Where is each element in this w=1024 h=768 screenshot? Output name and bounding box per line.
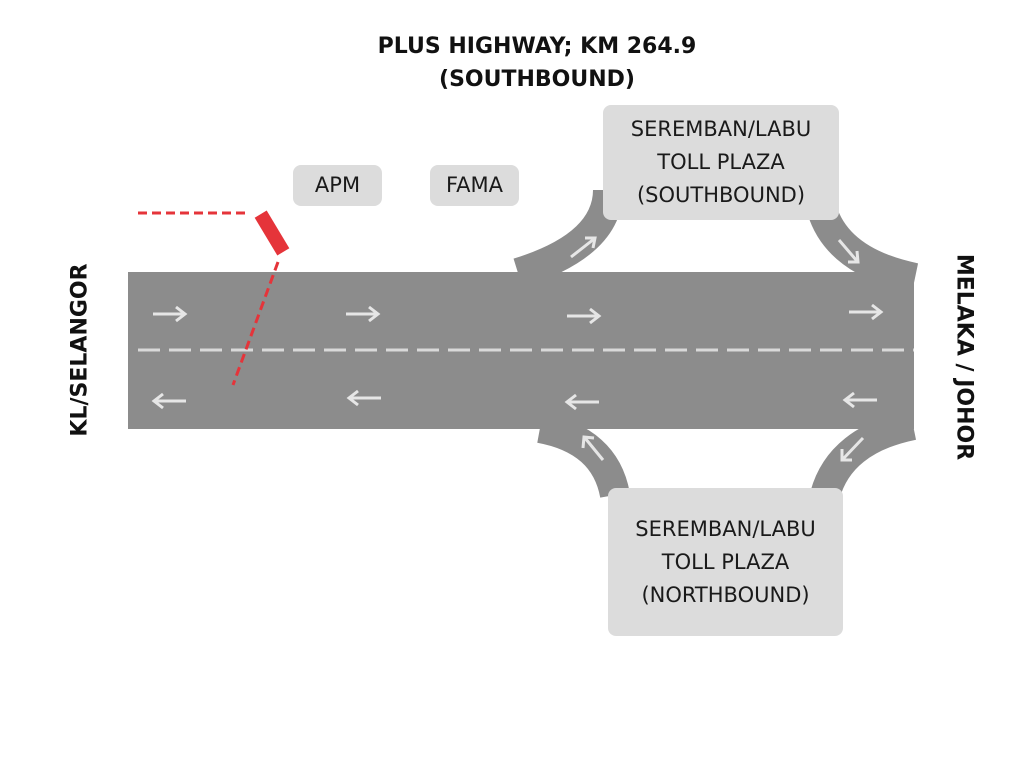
ramp-arrow-icon xyxy=(840,436,865,462)
arrow-right-icon xyxy=(153,305,188,323)
arrow-left-icon xyxy=(564,393,599,411)
west-direction-label: KL/SELANGOR xyxy=(67,263,93,437)
toll-south-line-2: TOLL PLAZA xyxy=(657,150,785,174)
apm-label: APM xyxy=(293,165,382,206)
arrow-left-icon xyxy=(151,392,186,410)
toll-south-line-3: (SOUTHBOUND) xyxy=(636,183,806,207)
ramp-arrow-icon xyxy=(837,239,860,264)
arrow-right-icon xyxy=(567,307,602,325)
east-direction-label: MELAKA / JOHOR xyxy=(951,253,977,461)
toll-plaza-southbound: SEREMBAN/LABU TOLL PLAZA (SOUTHBOUND) xyxy=(603,105,839,220)
toll-south-line-1: SEREMBAN/LABU xyxy=(630,117,812,141)
toll-plaza-northbound: SEREMBAN/LABU TOLL PLAZA (NORTHBOUND) xyxy=(608,488,843,636)
arrow-right-icon xyxy=(849,303,884,321)
entry-ramp-southbound xyxy=(807,204,919,293)
vehicle-marker xyxy=(254,210,290,256)
ramp-arrow-icon xyxy=(570,236,597,259)
toll-north-line-2: TOLL PLAZA xyxy=(661,549,790,574)
fama-label: FAMA xyxy=(430,165,519,206)
incident-path-diagonal xyxy=(231,261,280,386)
toll-north-line-1: SEREMBAN/LABU xyxy=(635,516,816,541)
exit-ramp-northbound xyxy=(810,410,917,500)
arrow-left-icon xyxy=(842,391,877,409)
title-line-1: PLUS HIGHWAY; KM 264.9 xyxy=(377,34,697,59)
arrow-left-icon xyxy=(346,389,381,407)
title-line-2: (SOUTHBOUND) xyxy=(439,67,635,92)
entry-ramp-northbound xyxy=(536,413,630,499)
toll-north-line-3: (NORTHBOUND) xyxy=(641,582,810,607)
ramp-arrow-icon xyxy=(581,435,605,461)
exit-ramp-southbound xyxy=(513,189,623,288)
diagram-title: PLUS HIGHWAY; KM 264.9 (SOUTHBOUND) xyxy=(0,30,1024,96)
arrow-right-icon xyxy=(346,305,381,323)
